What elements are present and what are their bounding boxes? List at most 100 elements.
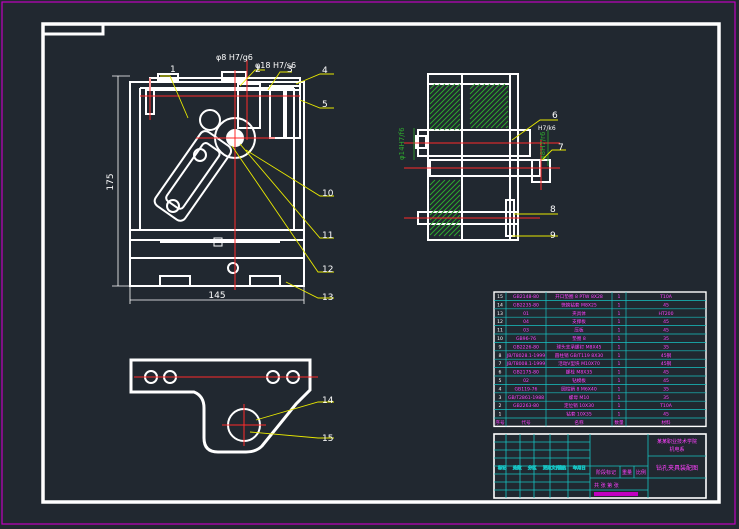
parts-cell-name: 钻套 10X35: [566, 411, 592, 418]
parts-cell-name: 快换钻套 M8X25: [561, 301, 597, 308]
hatch-line-4: [429, 83, 456, 110]
hatch-line-38: [469, 83, 506, 120]
hatch-line-41: [475, 95, 509, 129]
part-no-6: 6: [552, 111, 558, 121]
fit-side-3: H7/k6: [538, 125, 556, 132]
parts-cell-no: 9: [499, 344, 502, 350]
arm-end-hole-2: [166, 199, 180, 213]
tb-stage-label: 阶段标记: [596, 469, 616, 476]
parts-cell-qty: 1: [618, 344, 621, 350]
front-centerlines: [140, 60, 300, 290]
hatch-line-8: [429, 98, 461, 130]
parts-cell-name: 圆柱销 GB/T119 8X30: [555, 352, 604, 359]
parts-cell-no: 5: [499, 378, 502, 384]
parts-cell-no: 12: [497, 319, 503, 325]
part-no-12: 12: [322, 265, 333, 275]
hatch-line-15: [429, 179, 436, 186]
title-block: 标记处数分区更改文件号签名年月日: [493, 433, 707, 499]
side-view: [415, 73, 551, 241]
parts-cell-name: 螺母 M10: [569, 394, 590, 401]
parts-cell-std: 01: [523, 311, 529, 317]
parts-cell-std: GB2235-80: [513, 302, 539, 308]
leader-4: [295, 73, 334, 85]
front-leaders: [160, 69, 334, 299]
parts-cell-mat: 35: [663, 395, 669, 401]
parts-cell-mat: 45钢: [661, 352, 672, 359]
parts-cell-mat: 45: [663, 328, 669, 334]
part-no-1: 1: [170, 65, 176, 75]
hatch-line-14: [458, 128, 461, 131]
parts-cell-mat: 45: [663, 319, 669, 325]
parts-cell-no: 3: [499, 395, 502, 401]
parts-cell-mat: 45: [663, 412, 669, 418]
leader-14: [255, 401, 334, 421]
hatch-line-20: [429, 179, 461, 211]
hatch-line-7: [429, 93, 461, 125]
parts-cell-std: 02: [523, 378, 529, 384]
parts-cell-name: 螺栓 M8X35: [566, 369, 593, 376]
parts-cell-qty: 1: [618, 311, 621, 317]
front-view: [129, 71, 305, 287]
tb-label: 更改文件号: [543, 464, 564, 471]
front-part-numbers: 1 2 3 4 5 10 11 12 13: [170, 65, 334, 303]
parts-cell-std: GB/T2861-1988: [508, 395, 544, 401]
parts-cell-no: 11: [497, 328, 503, 334]
hatch-line-35: [469, 83, 491, 105]
parts-cell-name: 夹具体: [572, 310, 586, 317]
tb-school: 某某职业技术学院: [657, 438, 697, 445]
dim-height: 175: [106, 173, 116, 190]
fit-side-1: φ14H7/f6: [398, 127, 406, 160]
hatch-line-2: [429, 83, 446, 100]
side-part-numbers: 6 7 8 9: [550, 111, 564, 241]
hatch-line-10: [438, 108, 461, 131]
parts-cell-qty: 1: [618, 395, 621, 401]
parts-cell-std: GB2226-80: [513, 344, 539, 350]
hatch-line-31: [458, 234, 461, 237]
hatch-line-45: [495, 115, 509, 129]
hatch-line-22: [429, 189, 461, 221]
parts-cell-std: 03: [523, 328, 529, 334]
fit-callout-1: φ8 H7/g6: [216, 53, 253, 62]
hatch-line-1: [429, 83, 441, 95]
parts-header-mat: 材料: [661, 419, 671, 426]
hatch-line-44: [490, 110, 509, 129]
bushing-column-3: [237, 83, 261, 129]
parts-cell-qty: 1: [618, 403, 621, 409]
bushing-column-1: [269, 85, 285, 139]
part-no-2: 2: [255, 65, 261, 75]
hatch-line-23: [429, 194, 461, 226]
leader-13: [285, 281, 334, 299]
base-hole: [227, 262, 239, 274]
parts-cell-std: GB2263-80: [513, 403, 539, 409]
side-centerlines: [404, 140, 560, 219]
bushing-column-2: [285, 85, 301, 139]
hatch-line-26: [433, 209, 461, 237]
parts-cell-name: 垫圈 8: [572, 335, 586, 342]
hatch-line-30: [453, 229, 461, 237]
bottom-part-numbers: 14 15: [322, 396, 334, 444]
leader-2: [239, 69, 265, 87]
parts-header-no: 序号: [495, 419, 505, 426]
frame-corner-box: [43, 22, 105, 36]
parts-cell-no: 6: [499, 370, 502, 376]
part-no-9: 9: [550, 231, 556, 241]
parts-cell-no: 2: [499, 403, 502, 409]
fit-callout-2: φ18 H7/s6: [255, 61, 296, 70]
parts-cell-qty: 1: [618, 302, 621, 308]
parts-cell-name: 压板: [574, 327, 584, 334]
leader-5: [299, 99, 334, 109]
plate-boss-left: [157, 73, 179, 81]
side-leaders: [511, 119, 566, 237]
fixture-body: [129, 81, 305, 287]
foot-left: [159, 275, 191, 287]
parts-cell-std: GB2175-80: [513, 370, 539, 376]
parts-cell-std: GB119-76: [515, 386, 538, 392]
hatch-line-21: [429, 184, 461, 216]
hatch-line-9: [433, 103, 461, 131]
hatch-line-11: [443, 113, 461, 131]
hatch-line-34: [469, 83, 486, 100]
part-no-5: 5: [322, 100, 328, 110]
hatch-line-5: [429, 83, 461, 115]
